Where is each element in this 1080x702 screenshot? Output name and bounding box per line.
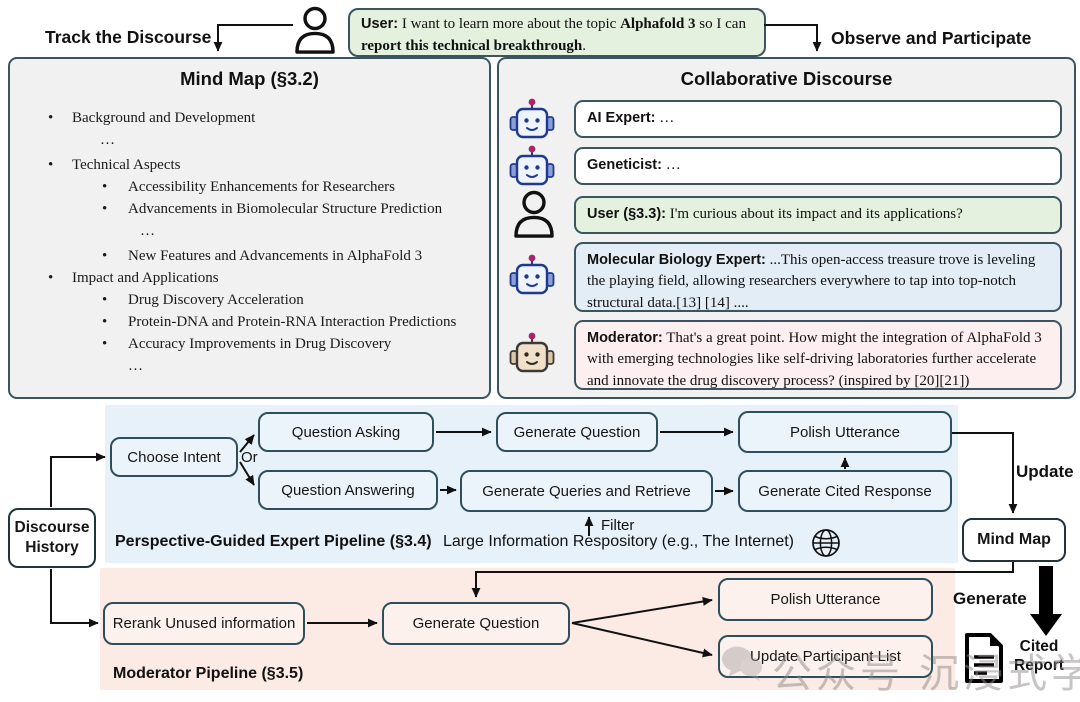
speaker-label: User (§3.3):	[587, 206, 666, 223]
message-body: …	[661, 157, 681, 174]
discourse-history-box: Discourse History	[8, 508, 96, 568]
polish-utterance-box: Polish Utterance	[738, 411, 952, 453]
mind-map-title: Mind Map (§3.2)	[180, 68, 319, 89]
speaker-label: AI Expert:	[587, 110, 656, 127]
or-label: Or	[241, 449, 258, 466]
message-body: …	[655, 110, 675, 127]
wechat-icon	[722, 646, 762, 681]
user-msg-period: .	[582, 37, 587, 54]
moderator-pipeline-label: Moderator Pipeline (§3.5)	[113, 665, 304, 682]
mindmap-item: Advancements in Biomolecular Structure P…	[10, 198, 483, 220]
observe-participate-label: Observe and Participate	[831, 28, 1032, 48]
mindmap-item: Background and Development	[10, 107, 483, 129]
expert-pipeline-label: Perspective-Guided Expert Pipeline (§3.4…	[115, 533, 432, 550]
generate-label: Generate	[953, 589, 1027, 608]
generate-cited-response-box: Generate Cited Response	[738, 470, 952, 512]
mind-map-list: Background and Development … Technical A…	[10, 107, 483, 380]
collaborative-discourse-title: Collaborative Discourse	[680, 68, 893, 89]
cited-report-label: Cited Report	[1008, 638, 1070, 675]
message-moderator: Moderator: That's a great point. How mig…	[574, 320, 1062, 390]
mindmap-ellipsis: …	[128, 358, 143, 374]
cited-report-document-icon	[965, 633, 1003, 683]
mindmap-item: New Features and Advancements in AlphaFo…	[10, 245, 483, 267]
update-participant-list-box: Update Participant List	[718, 635, 933, 678]
speaker-label: Molecular Biology Expert:	[587, 252, 766, 268]
track-discourse-label: Track the Discourse	[45, 27, 212, 47]
speaker-label: Geneticist:	[587, 157, 662, 174]
message-body: That's a great point. How might the inte…	[587, 330, 1042, 389]
mindmap-item: Protein-DNA and Protein-RNA Interaction …	[10, 311, 483, 333]
generate-thick-arrow	[1030, 566, 1062, 636]
question-answering-box: Question Answering	[258, 470, 438, 510]
message-ai-expert: AI Expert: …	[574, 100, 1062, 138]
repository-label: Large Information Respository (e.g., The…	[443, 533, 794, 550]
mind-map-panel: Mind Map (§3.2) Background and Developme…	[8, 57, 491, 399]
speaker-label: Moderator:	[587, 330, 663, 346]
mindmap-item: Technical Aspects	[10, 154, 483, 176]
cited-report-line2: Report	[1014, 656, 1064, 674]
choose-intent-box: Choose Intent	[110, 437, 238, 477]
message-body: I'm curious about its impact and its app…	[665, 206, 963, 223]
mindmap-item: Accuracy Improvements in Drug Discovery	[10, 333, 483, 355]
user-person-icon	[514, 190, 554, 238]
message-user: User (§3.3): I'm curious about its impac…	[574, 196, 1062, 234]
robot-icon	[509, 98, 555, 139]
mindmap-item: Drug Discovery Acceleration	[10, 289, 483, 311]
filter-label: Filter	[601, 517, 635, 534]
message-molecular-biology-expert: Molecular Biology Expert: ...This open-a…	[574, 242, 1062, 312]
generate-question-moderator-box: Generate Question	[382, 602, 570, 645]
collaborative-discourse-panel: Collaborative Discourse AI Expert: … Gen…	[497, 57, 1076, 399]
user-msg-text2: so I can	[695, 16, 746, 32]
polish-utterance-moderator-box: Polish Utterance	[718, 578, 933, 621]
robot-icon	[509, 254, 555, 295]
user-msg-text: I want to learn more about the topic	[398, 16, 621, 32]
question-asking-box: Question Asking	[258, 412, 434, 452]
rerank-unused-box: Rerank Unused information	[103, 602, 305, 645]
mindmap-ellipsis: …	[140, 223, 155, 239]
update-label: Update	[1016, 462, 1074, 481]
generate-queries-retrieve-box: Generate Queries and Retrieve	[460, 470, 713, 512]
generate-question-box: Generate Question	[496, 412, 658, 452]
user-msg-goal: report this technical breakthrough	[361, 37, 583, 54]
moderator-robot-icon	[509, 332, 555, 373]
user-label: User:	[361, 16, 399, 32]
mindmap-item: Accessibility Enhancements for Researche…	[10, 176, 483, 198]
user-msg-topic: Alphafold 3	[620, 16, 696, 32]
mind-map-side-box: Mind Map	[962, 518, 1066, 562]
message-geneticist: Geneticist: …	[574, 147, 1062, 185]
mindmap-item: Impact and Applications	[10, 267, 483, 289]
cited-report-line1: Cited	[1019, 638, 1059, 655]
message-body: ...This open-access treasure trove is le…	[587, 252, 1036, 311]
user-person-icon	[295, 6, 335, 54]
globe-icon	[812, 529, 840, 557]
watermark-text: 公众号 沉浸式学AI	[772, 652, 1080, 696]
robot-icon	[509, 145, 555, 186]
user-request-bubble: User: I want to learn more about the top…	[348, 8, 766, 57]
mindmap-ellipsis: …	[100, 132, 115, 148]
